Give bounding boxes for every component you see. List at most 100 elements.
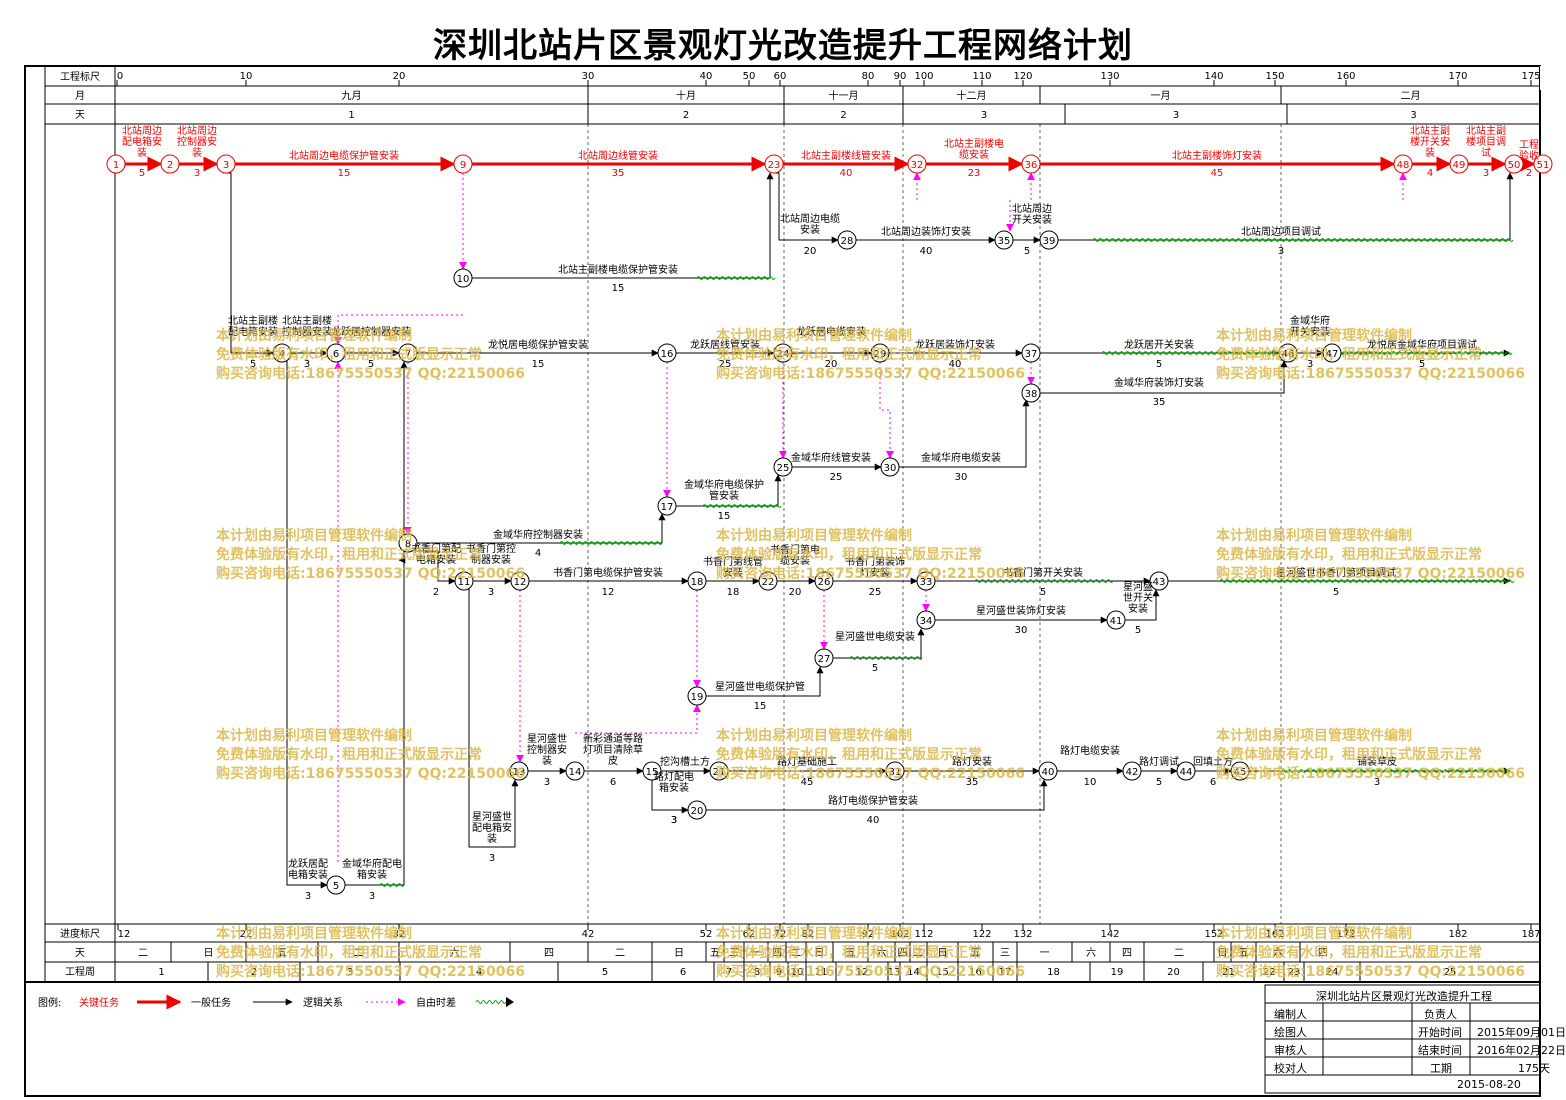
task-arrow: [417, 550, 456, 585]
event-node-number: 39: [1043, 236, 1056, 247]
task-arrow: [398, 556, 406, 885]
task-duration: 4: [535, 548, 541, 559]
bottom-day-label: 六: [1086, 947, 1096, 959]
month-label: 一月: [1151, 90, 1171, 102]
week-label: 22: [1263, 967, 1276, 978]
task-label: 星河盛: [1123, 580, 1153, 593]
progress-tick-label: 72: [774, 929, 787, 940]
task-duration: 25: [830, 472, 843, 483]
task-duration: 15: [754, 701, 767, 712]
day-label: 1: [348, 110, 354, 121]
task-label: 北站主副: [1410, 124, 1450, 137]
task-label: 北站周边: [122, 124, 162, 137]
week-label: 19: [1111, 967, 1124, 978]
task-label: 龙跃居控制器安装: [331, 325, 411, 338]
event-node-number: 20: [691, 806, 704, 817]
event-node: [106, 154, 126, 174]
task-label: 安装: [723, 566, 743, 579]
event-node-number: 8: [405, 539, 411, 550]
progress-tick-label: 112: [914, 929, 933, 940]
tick-label: 100: [914, 71, 933, 82]
week-label: 12: [856, 967, 869, 978]
month-label: 九月: [342, 90, 362, 102]
task-duration: 3: [489, 853, 495, 864]
task-label: 挖沟槽土方: [660, 755, 710, 768]
task-duration: 3: [1483, 168, 1489, 179]
task-duration: 10: [1084, 777, 1097, 788]
event-node-number: 30: [884, 463, 897, 474]
week-label: 13: [888, 967, 901, 978]
task-label: 电箱安装: [416, 553, 456, 566]
task-label: 配电箱安: [122, 135, 162, 148]
task-label: 缆安装: [959, 148, 989, 161]
bottom-day-label: 三: [1000, 948, 1010, 959]
task-label: 金域华府: [1290, 314, 1330, 327]
event-node-number: 45: [1234, 767, 1247, 778]
event-node: [870, 343, 890, 363]
bottom-day-label: 一: [1040, 948, 1050, 959]
task-arrow: [706, 779, 1048, 811]
task-duration: 4: [1427, 168, 1433, 179]
event-node-number: 33: [920, 577, 933, 588]
bottom-day-label: 二: [791, 948, 801, 959]
task-label: 龙悦居电缆保护管安装: [488, 338, 588, 351]
task-label: 灯安装: [860, 566, 890, 579]
bottom-day-label: 五: [971, 948, 981, 959]
month-label: 二月: [1401, 90, 1421, 102]
task-label: 北站主副楼电: [944, 137, 1004, 150]
task-label: 装: [487, 832, 497, 845]
event-node: [764, 154, 784, 174]
task-label: 路灯配电: [654, 770, 694, 783]
event-node: [642, 761, 662, 781]
tick-label: 30: [582, 71, 595, 82]
task-duration: 45: [801, 777, 814, 788]
progress-tick-label: 152: [1204, 929, 1223, 940]
task-duration: 15: [612, 283, 625, 294]
event-node-number: 35: [998, 236, 1011, 247]
task-label: 北站主副楼饰灯安装: [1172, 149, 1262, 162]
event-node: [1038, 761, 1058, 781]
task-duration: 40: [840, 168, 853, 179]
task-duration: 30: [1015, 625, 1028, 636]
event-node-number: 9: [460, 160, 466, 171]
task-label: 世开关: [1123, 591, 1153, 604]
task-duration: 3: [671, 815, 677, 826]
corner: [1540, 66, 1564, 90]
event-node-number: 22: [762, 577, 775, 588]
task-label: 星河盛世装饰灯安装: [976, 604, 1066, 617]
event-node: [326, 875, 346, 895]
event-node: [1039, 230, 1059, 250]
task-label: 龙跃居开关安装: [1124, 338, 1194, 351]
task-duration: 3: [1374, 777, 1380, 788]
event-node-number: 40: [1042, 767, 1055, 778]
task-label: 龙跃居配: [288, 857, 328, 870]
task-label: 龙跃居线管安装: [690, 338, 760, 351]
event-node-number: 29: [874, 349, 887, 360]
tick-label: 170: [1448, 71, 1467, 82]
task-duration: 5: [1040, 587, 1046, 598]
task-arrow: [468, 589, 519, 848]
task-duration: 45: [1211, 168, 1224, 179]
outer-border: [24, 65, 1541, 1097]
event-node: [454, 571, 474, 591]
task-duration: 2: [1526, 168, 1532, 179]
task-label: 试: [1481, 146, 1491, 159]
tick-label: 40: [700, 71, 713, 82]
bottom-day-label: 六: [877, 947, 887, 959]
task-duration: 20: [804, 246, 817, 257]
task-label: 北站主副楼: [228, 314, 278, 327]
tick-label: 10: [240, 71, 253, 82]
task-duration: 23: [968, 168, 981, 179]
event-node-number: 27: [818, 654, 831, 665]
event-node: [453, 268, 473, 288]
tick-label: 130: [1100, 71, 1119, 82]
event-node: [565, 761, 585, 781]
progress-tick-label: 32: [393, 929, 406, 940]
task-label: 书香门第控: [466, 542, 516, 555]
week-label: 17: [999, 967, 1012, 978]
task-label: 北站周边: [177, 124, 217, 137]
event-node: [709, 761, 729, 781]
week-label: 8: [754, 967, 760, 978]
event-node: [509, 761, 529, 781]
